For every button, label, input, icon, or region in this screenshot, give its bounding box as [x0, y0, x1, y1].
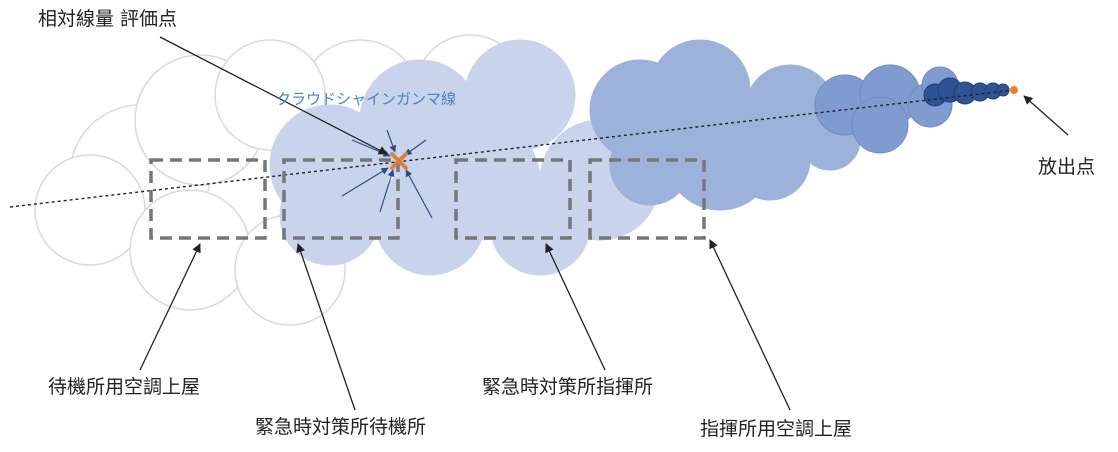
label-cloudshine-gamma: クラウドシャインガンマ線	[276, 90, 457, 108]
label-release-point: 放出点	[1038, 156, 1096, 178]
label-emergency-command: 緊急時対策所指揮所	[482, 376, 654, 398]
label-command-hvac-roof: 指揮所用空調上屋	[700, 418, 853, 440]
leader-emergency-command	[545, 243, 606, 371]
plume-centerline	[9, 89, 1015, 208]
leader-emergency-standby	[296, 243, 356, 411]
evaluation-point-marker	[390, 152, 408, 170]
emergency-standby-box	[282, 158, 400, 240]
release-point-marker	[1010, 86, 1018, 94]
plume-mid-cloud	[589, 39, 861, 211]
plume-dark-cloud	[814, 64, 959, 154]
label-standby-hvac-roof: 待機所用空調上屋	[48, 376, 201, 398]
leader-standby-hvac-roof	[139, 243, 201, 371]
leader-command-hvac-roof	[709, 239, 791, 411]
leader-evaluation-point	[159, 36, 388, 155]
building-boxes	[149, 158, 706, 240]
label-emergency-standby: 緊急時対策所待機所	[255, 416, 427, 438]
leader-release-point	[1023, 95, 1069, 136]
leader-arrows	[139, 36, 1069, 411]
plume-core	[923, 77, 1010, 107]
plume-light-cloud	[269, 39, 661, 276]
standby-hvac-roof-box	[149, 158, 267, 240]
emergency-command-box	[454, 158, 572, 240]
command-hvac-roof-box	[588, 158, 706, 240]
label-evaluation-point: 相対線量 評価点	[38, 8, 178, 30]
